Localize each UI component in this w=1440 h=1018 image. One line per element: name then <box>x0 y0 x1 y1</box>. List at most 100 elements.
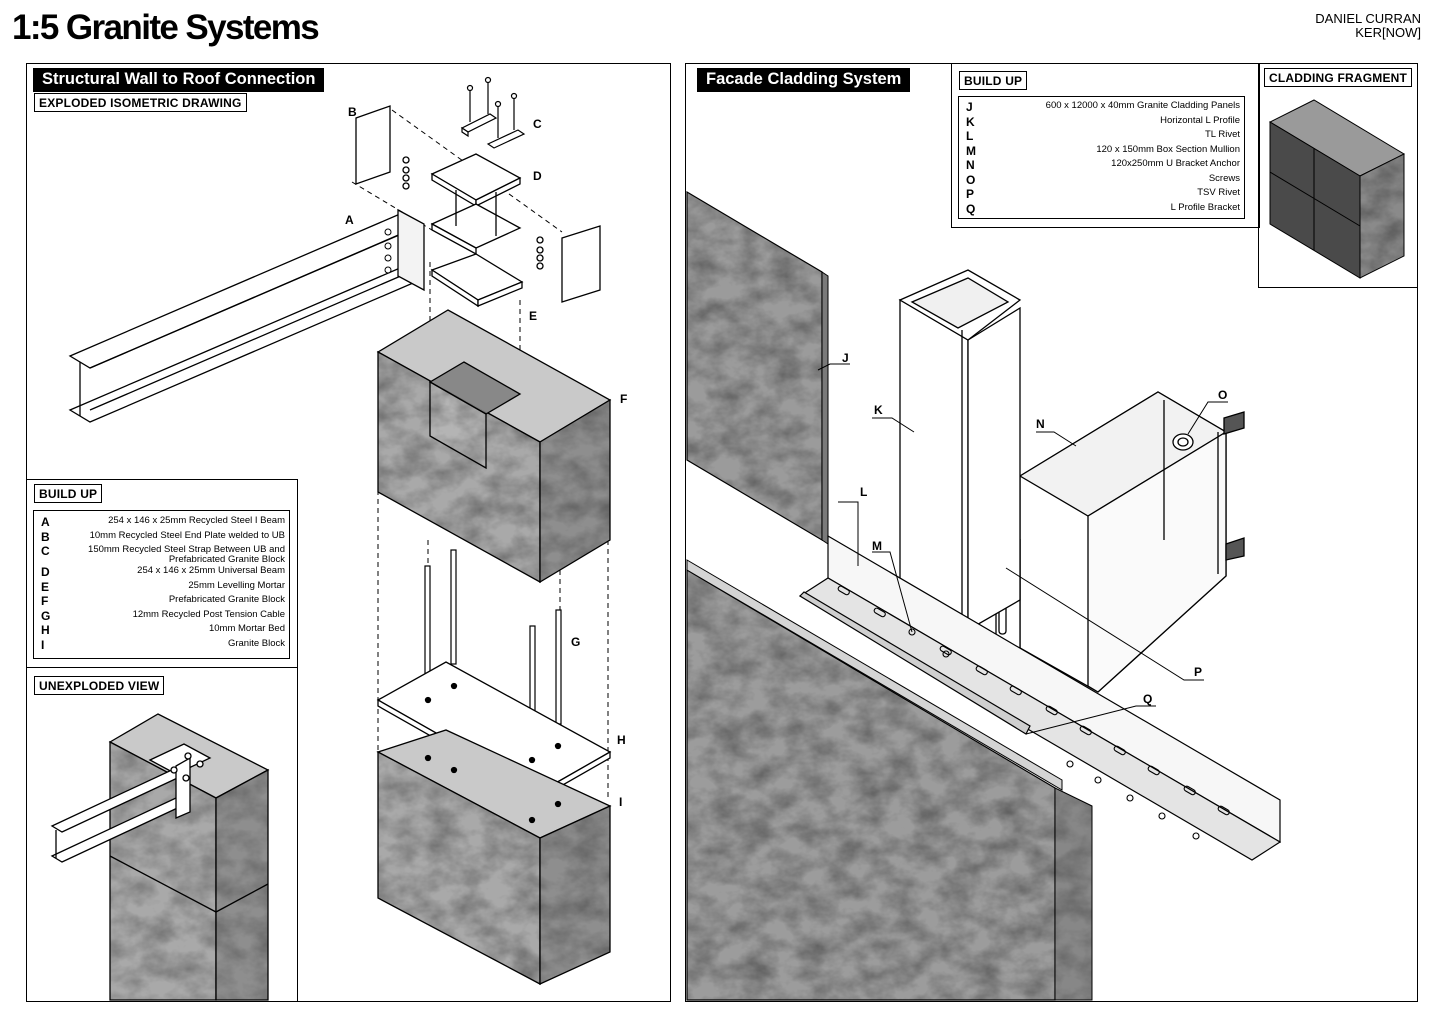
cladding-fragment-frame <box>1258 63 1418 288</box>
build-up-letter: C <box>41 544 50 558</box>
callout-g: G <box>571 635 580 649</box>
build-up-letter: I <box>41 637 45 652</box>
callout-k: K <box>874 403 883 417</box>
beam-bolts <box>384 228 392 274</box>
callout-c: C <box>533 117 542 131</box>
granite-cladding-panels <box>686 190 1093 1001</box>
build-up-letter: Q <box>966 201 976 216</box>
build-up-letter: E <box>41 579 50 594</box>
callout-j: J <box>842 351 849 365</box>
right-build-up-heading: BUILD UP <box>959 71 1028 90</box>
sheet-title: 1:5 Granite Systems <box>12 8 320 47</box>
build-up-letter: M <box>966 143 976 158</box>
build-up-description: 12mm Recycled Post Tension Cable <box>132 608 285 620</box>
author-block: DANIEL CURRAN KER[NOW] <box>1315 12 1421 40</box>
build-up-row: P TSV Rivet <box>966 187 1240 202</box>
build-up-row: F Prefabricated Granite Block <box>41 594 285 609</box>
granite-block-texture <box>378 752 610 984</box>
callout-e: E <box>529 309 537 323</box>
build-up-letter: H <box>41 623 50 637</box>
left-panel-title: Structural Wall to Roof Connection <box>33 68 325 92</box>
build-up-description: Screws <box>1208 172 1240 184</box>
right-leader-lines <box>817 363 1228 735</box>
build-up-letter: J <box>966 100 973 114</box>
left-build-up-heading: BUILD UP <box>34 484 103 503</box>
build-up-letter: F <box>41 594 49 608</box>
build-up-row: G 12mm Recycled Post Tension Cable <box>41 609 285 624</box>
build-up-letter: G <box>41 608 51 623</box>
cladding-fragment-heading: CLADDING FRAGMENT <box>1264 68 1413 87</box>
callout-a: A <box>345 213 354 227</box>
build-up-letter: A <box>41 515 50 529</box>
unexploded-heading: UNEXPLODED VIEW <box>34 676 165 695</box>
build-up-letter: D <box>41 565 50 579</box>
profile-slots <box>837 585 1230 840</box>
u-bracket-anchor <box>995 391 1245 693</box>
steel-i-beam <box>68 208 425 423</box>
build-up-row: E 25mm Levelling Mortar <box>41 580 285 595</box>
build-up-description: 25mm Levelling Mortar <box>188 579 285 591</box>
horizontal-l-profile <box>798 534 1282 861</box>
build-up-description: Horizontal L Profile <box>1160 114 1240 126</box>
build-up-description: 254 x 146 x 25mm Recycled Steel I Beam <box>108 515 285 526</box>
build-up-letter: N <box>966 158 975 172</box>
build-up-row: C 150mm Recycled Steel Strap Between UB a… <box>41 544 285 565</box>
author-name: DANIEL CURRAN <box>1315 11 1421 26</box>
build-up-letter: P <box>966 187 975 201</box>
build-up-description: TSV Rivet <box>1197 187 1240 198</box>
build-up-description: Granite Block <box>227 637 285 649</box>
prefab-granite-texture <box>378 352 610 582</box>
right-panel-title: Facade Cladding System <box>697 68 911 92</box>
build-up-description: L Profile Bracket <box>1170 201 1240 213</box>
universal-beam <box>430 153 522 256</box>
box-section-mullion <box>898 269 1022 632</box>
build-up-row: M 120 x 150mm Box Section Mullion <box>966 144 1240 159</box>
callout-n: N <box>1036 417 1045 431</box>
build-up-row: K Horizontal L Profile <box>966 115 1240 130</box>
callout-i: I <box>619 795 622 809</box>
build-up-row: H 10mm Mortar Bed <box>41 623 285 638</box>
callout-f: F <box>620 392 627 406</box>
build-up-row: I Granite Block <box>41 638 285 653</box>
build-up-description: 10mm Recycled Steel End Plate welded to … <box>89 529 285 541</box>
build-up-row: A 254 x 146 x 25mm Recycled Steel I Beam <box>41 515 285 530</box>
steel-straps <box>460 76 526 149</box>
build-up-letter: B <box>41 529 50 544</box>
build-up-row: L TL Rivet <box>966 129 1240 144</box>
build-up-letter: L <box>966 129 974 143</box>
build-up-description: 10mm Mortar Bed <box>208 623 285 634</box>
cladding-fragment-render <box>1268 99 1406 279</box>
build-up-description: 254 x 146 x 25mm Universal Beam <box>137 565 285 576</box>
build-up-row: O Screws <box>966 173 1240 188</box>
end-plates <box>355 105 601 303</box>
build-up-description: Prefabricated Granite Block <box>168 594 285 605</box>
build-up-description: 600 x 12000 x 40mm Granite Cladding Pane… <box>1045 100 1240 111</box>
build-up-row: J 600 x 12000 x 40mm Granite Cladding Pan… <box>966 100 1240 115</box>
callout-o: O <box>1218 388 1227 402</box>
build-up-description: 120x250mm U Bracket Anchor <box>1111 158 1240 169</box>
right-build-up-table: J 600 x 12000 x 40mm Granite Cladding Pan… <box>958 96 1245 219</box>
build-up-description: TL Rivet <box>1204 129 1240 140</box>
levelling-mortar <box>430 253 524 308</box>
build-up-letter: O <box>966 172 976 187</box>
build-up-letter: K <box>966 114 975 129</box>
build-up-row: B 10mm Recycled Steel End Plate welded to… <box>41 530 285 545</box>
author-practice: KER[NOW] <box>1355 25 1421 40</box>
callout-h: H <box>617 733 626 747</box>
build-up-row: Q L Profile Bracket <box>966 202 1240 217</box>
callout-b: B <box>348 105 357 119</box>
callout-q: Q <box>1143 692 1152 706</box>
callout-m: M <box>872 539 882 553</box>
build-up-description: 120 x 150mm Box Section Mullion <box>1096 143 1240 155</box>
left-callout-labels: A B C D E F G H I <box>345 105 627 809</box>
build-up-row: N 120x250mm U Bracket Anchor <box>966 158 1240 173</box>
build-up-description: 150mm Recycled Steel Strap Between UB an… <box>88 544 285 565</box>
callout-d: D <box>533 169 542 183</box>
callout-l: L <box>860 485 867 499</box>
build-up-row: D 254 x 146 x 25mm Universal Beam <box>41 565 285 580</box>
unexploded-assembly <box>50 713 270 1001</box>
left-panel-subtitle: EXPLODED ISOMETRIC DRAWING <box>34 93 247 112</box>
